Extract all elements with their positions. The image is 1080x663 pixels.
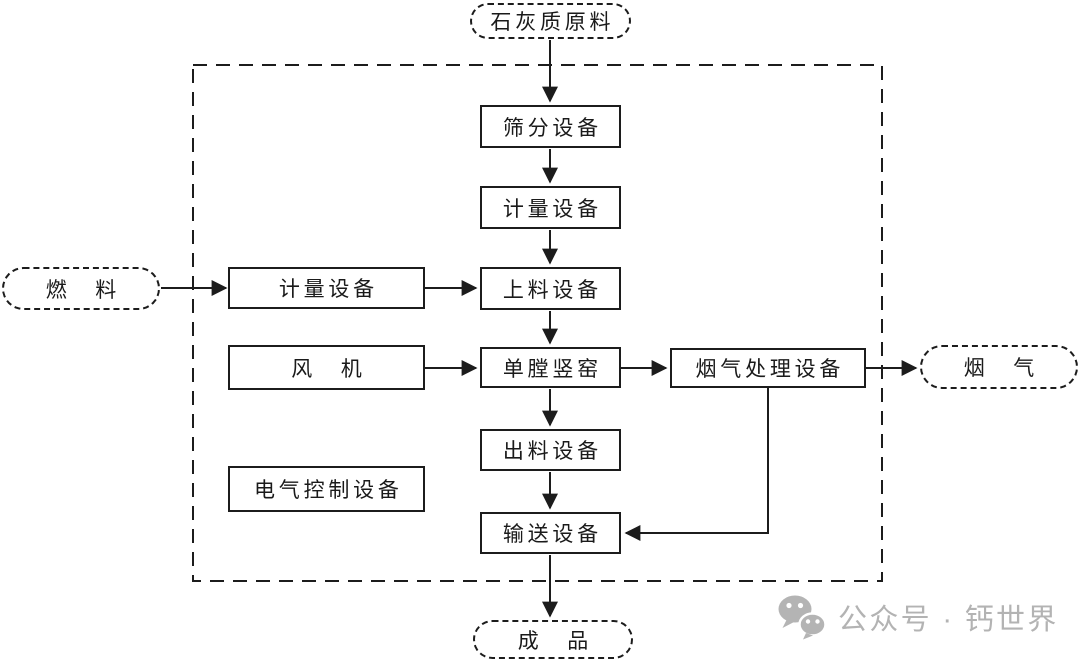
node-label: 烟气处理设备 <box>695 357 845 381</box>
node-electrical-control-equipment: 电气控制设备 <box>228 466 425 512</box>
node-label: 计量设备 <box>502 196 602 221</box>
node-screening-equipment: 筛分设备 <box>480 105 621 148</box>
system-boundary-dashed-box <box>192 64 883 582</box>
node-label: 单膛竖窑 <box>502 356 602 381</box>
node-single-chamber-shaft-kiln: 单膛竖窑 <box>480 347 621 388</box>
node-conveying-equipment: 输送设备 <box>480 512 621 554</box>
watermark: 公众号 · 钙世界 <box>776 594 1059 640</box>
node-finished-product: 成 品 <box>473 620 633 659</box>
node-label: 上料设备 <box>502 277 602 302</box>
node-metering-equipment-main: 计量设备 <box>480 186 621 229</box>
node-metering-equipment-fuel: 计量设备 <box>228 267 425 309</box>
node-label: 风 机 <box>291 356 366 381</box>
node-flue-gas: 烟 气 <box>920 345 1078 389</box>
edge-fluetreatment-conveying <box>624 388 769 541</box>
node-label: 石灰质原料 <box>490 10 615 34</box>
watermark-text: 公众号 · 钙世界 <box>838 604 1059 636</box>
node-label: 烟 气 <box>963 356 1039 380</box>
node-feeding-equipment: 上料设备 <box>480 267 621 310</box>
node-flue-gas-treatment-equipment: 烟气处理设备 <box>670 348 866 388</box>
wechat-icon <box>778 595 827 640</box>
node-label: 电气控制设备 <box>254 478 403 502</box>
node-fuel: 燃 料 <box>2 267 160 310</box>
node-limestone-raw-material: 石灰质原料 <box>470 3 631 39</box>
node-label: 出料设备 <box>502 439 602 463</box>
node-label: 成 品 <box>517 628 593 653</box>
node-fan: 风 机 <box>228 345 425 390</box>
node-label: 筛分设备 <box>502 115 602 140</box>
node-label: 输送设备 <box>502 522 602 546</box>
node-discharge-equipment: 出料设备 <box>480 429 621 471</box>
node-label: 计量设备 <box>278 277 378 301</box>
node-label: 燃 料 <box>45 277 121 302</box>
